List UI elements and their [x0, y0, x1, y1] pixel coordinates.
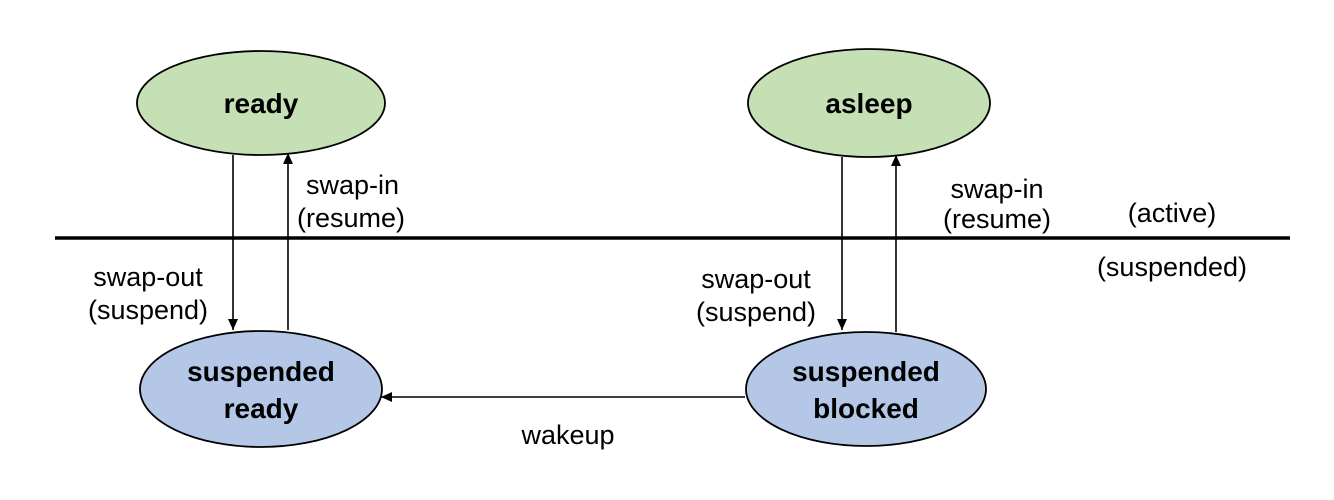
region-label-suspended: (suspended) [1097, 252, 1247, 282]
state-ready: ready [136, 50, 386, 156]
state-suspended-blocked-label-line1: suspended [792, 356, 940, 387]
label-left-swap-in: swap-in (resume) [297, 170, 405, 233]
label-left-swap-out: swap-out (suspend) [88, 262, 208, 325]
label-right-swap-out-line1: swap-out [701, 264, 811, 294]
state-asleep: asleep [747, 48, 991, 158]
state-suspended-ready-label-line1: suspended [187, 356, 335, 387]
label-right-swap-in-line1: swap-in [950, 174, 1043, 204]
state-suspended-blocked: suspended blocked [745, 331, 987, 447]
state-ready-ellipse [136, 50, 386, 156]
label-left-swap-in-line1: swap-in [306, 170, 399, 200]
label-wakeup: wakeup [520, 420, 614, 450]
state-suspended-ready: suspended ready [139, 330, 383, 448]
label-right-swap-in: swap-in (resume) [943, 174, 1051, 234]
state-suspended-blocked-label-line2: blocked [813, 393, 919, 424]
label-right-swap-out: swap-out (suspend) [696, 264, 816, 327]
state-ready-label: ready [224, 88, 299, 119]
label-left-swap-out-line1: swap-out [93, 262, 203, 292]
region-label-active: (active) [1128, 198, 1217, 228]
label-left-swap-in-line2: (resume) [297, 203, 405, 233]
state-suspended-ready-ellipse [139, 330, 383, 448]
label-right-swap-out-line2: (suspend) [696, 297, 816, 327]
label-right-swap-in-line2: (resume) [943, 204, 1051, 234]
state-asleep-ellipse [747, 48, 991, 158]
state-suspended-blocked-ellipse [745, 331, 987, 447]
state-asleep-label: asleep [825, 88, 912, 119]
label-left-swap-out-line2: (suspend) [88, 295, 208, 325]
state-suspended-ready-label-line2: ready [224, 393, 299, 424]
